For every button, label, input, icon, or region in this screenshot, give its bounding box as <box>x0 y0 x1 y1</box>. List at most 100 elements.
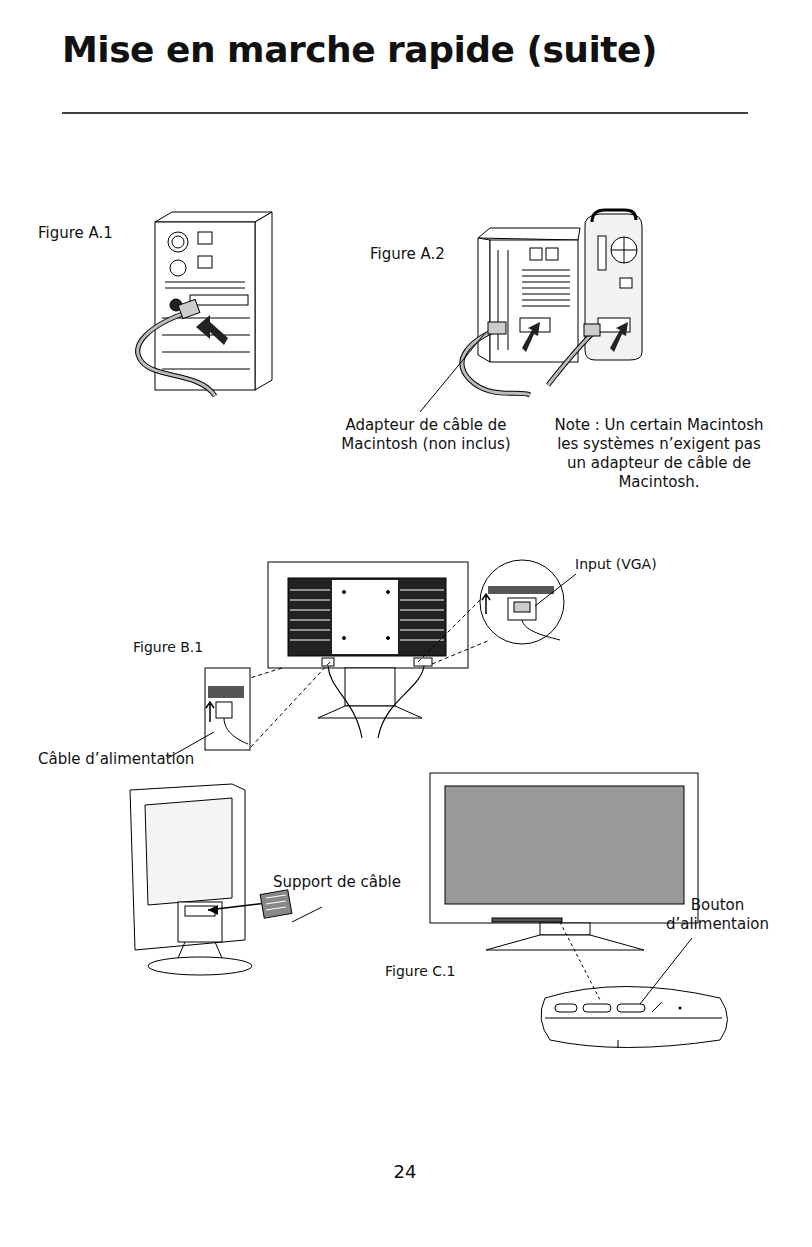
monitor-cables <box>328 666 424 738</box>
cable-holder <box>260 890 292 918</box>
computer-tower <box>522 270 570 306</box>
vga-cable <box>138 299 215 396</box>
computer-tower <box>172 236 184 248</box>
monitor-back <box>178 902 222 942</box>
figure-label: 24 <box>385 1162 425 1181</box>
monitor-back <box>178 942 222 958</box>
vga-cable <box>584 324 600 336</box>
zoom-lines <box>250 600 490 748</box>
power-plug-detail <box>224 718 248 744</box>
button-detail <box>617 1004 645 1012</box>
macintosh-computer <box>620 278 632 288</box>
button-detail <box>541 922 728 1048</box>
monitor-back <box>148 957 252 975</box>
cable-holder <box>208 905 218 915</box>
macintosh-computer <box>611 237 637 263</box>
figure-label: Figure B.1 <box>133 638 253 657</box>
zoom-detail <box>480 560 564 644</box>
button-detail <box>583 1004 611 1012</box>
vga-cable <box>462 322 600 395</box>
cable-holder <box>292 907 322 922</box>
vga-cable <box>548 330 596 385</box>
computer-tower <box>478 228 580 240</box>
zoom-detail <box>514 602 530 612</box>
monitor-back <box>268 562 468 718</box>
computer-tower <box>170 260 186 276</box>
monitor-back <box>345 668 395 706</box>
computer-tower <box>198 232 212 244</box>
macintosh-computer <box>592 210 636 222</box>
zoom-detail <box>488 586 554 594</box>
button-detail <box>652 1002 662 1012</box>
figure-label: Adapteur de câble de Macintosh (non incl… <box>335 416 517 454</box>
monitor-front <box>430 773 698 950</box>
computer-tower <box>255 212 272 390</box>
monitor-back <box>387 637 390 640</box>
monitor-back <box>343 591 346 594</box>
power-plug-detail <box>206 702 214 722</box>
computer-tower <box>155 212 272 222</box>
computer-tower <box>155 212 272 390</box>
figure-label: Figure A.2 <box>370 245 490 264</box>
computer-tower <box>498 250 508 350</box>
macintosh-computer <box>585 210 642 360</box>
figure-label: Input (VGA) <box>575 555 695 574</box>
figure-label: Support de câble <box>273 873 423 892</box>
computer-tower <box>168 232 188 252</box>
monitor-back <box>414 658 432 666</box>
monitor-cables <box>378 666 424 738</box>
monitor-back <box>130 784 245 950</box>
button-detail <box>560 922 600 1000</box>
monitor-back <box>268 562 468 668</box>
title-rule <box>62 112 748 114</box>
monitor-back <box>145 798 232 905</box>
direction-arrow <box>610 322 628 352</box>
monitor-back <box>288 578 446 656</box>
computer-tower <box>190 295 248 305</box>
computer-tower <box>546 248 558 260</box>
figure-label: Câble d’alimentation <box>38 750 228 769</box>
direction-arrow <box>196 315 228 345</box>
power-plug-detail <box>208 686 244 698</box>
figure-label: Note : Un certain Macintosh les systèmes… <box>548 416 770 492</box>
monitor-back <box>130 784 252 975</box>
macintosh-computer <box>585 214 642 360</box>
monitor-back <box>318 706 422 718</box>
monitor-back <box>343 637 346 640</box>
monitor-cables <box>328 666 362 738</box>
computer-tower <box>530 248 542 260</box>
computer-tower <box>478 238 490 362</box>
vga-cable <box>488 322 506 334</box>
computer-tower <box>198 256 212 268</box>
power-plug-detail <box>216 702 232 718</box>
button-detail <box>679 1007 682 1010</box>
power-plug-detail <box>168 668 250 758</box>
button-detail <box>640 938 692 1004</box>
monitor-front <box>486 935 644 950</box>
cable-holder <box>266 895 286 910</box>
figure-label: Figure A.1 <box>38 224 158 243</box>
monitor-front <box>430 773 698 923</box>
button-detail <box>541 987 728 1048</box>
zoom-detail <box>482 594 490 614</box>
computer-tower <box>165 282 245 288</box>
computer-tower <box>490 240 578 362</box>
cable-holder <box>208 890 322 922</box>
power-plug-detail <box>205 668 250 750</box>
zoom-detail <box>480 560 576 644</box>
monitor-back <box>332 580 398 654</box>
monitor-front <box>492 918 562 922</box>
macintosh-computer <box>611 237 637 263</box>
button-detail <box>618 1040 619 1048</box>
zoom-detail <box>508 598 536 620</box>
zoom-detail <box>522 620 560 640</box>
direction-arrow <box>522 322 540 352</box>
macintosh-computer <box>598 236 606 270</box>
monitor-front <box>445 786 684 904</box>
page-title: Mise en marche rapide (suite) <box>62 28 657 72</box>
figure-label: Figure C.1 <box>385 962 505 981</box>
monitor-back <box>387 591 390 594</box>
